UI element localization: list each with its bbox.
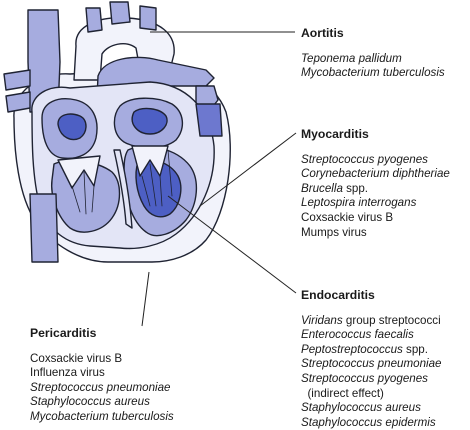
inferior-vena-cava [29,193,59,263]
myocarditis-item-text: Corynebacterium diphtheriae [301,167,450,181]
left-atrium-opening [131,107,168,135]
tricuspid-valve [57,155,101,189]
myocarditis-item: Streptococcus pyogenes [301,153,450,168]
myocarditis-heading: Myocarditis [301,127,369,141]
pericarditis-item-text: Coxsackie virus B [30,351,123,365]
endocarditis-item-text: spp. [402,342,428,356]
arch-branch-1 [85,7,103,33]
aortitis-heading: Aortitis [301,26,344,40]
endocarditis-item: (indirect effect) [301,387,442,402]
pericarditis-heading: Pericarditis [30,326,97,340]
endocarditis-item: Staphylococcus aureus [301,401,442,416]
aortitis-item: Mycobacterium tuberculosis [301,66,445,81]
endocarditis-item-text: Staphylococcus epidermis [301,415,436,429]
aortitis-item-text: Teponema pallidum [301,51,402,65]
arch-branch-2 [109,1,131,25]
leader-pericarditis [141,271,150,327]
chordae-left [141,149,173,207]
endocarditis-item-text: group streptococci [342,313,441,327]
leader-endocarditis [167,195,297,294]
endocarditis-heading: Endocarditis [301,288,375,302]
myocarditis-item-text: Streptococcus pyogenes [301,152,428,166]
pericarditis-item: Mycobacterium tuberculosis [30,410,174,425]
pericarditis-item: Coxsackie virus B [30,352,174,367]
endocarditis-item-text: Streptococcus pneumoniae [301,357,442,371]
myocarditis-item-text: spp. [342,181,369,195]
label-endocarditis: Endocarditis Viridans group streptococci… [301,288,442,430]
myocarditis-item-text: Brucella [301,181,343,195]
left-pulmonary-vessel-lower [5,91,31,113]
myocarditis-item: Brucella spp. [301,182,450,197]
interventricular-septum [113,149,133,229]
endocarditis-item: Streptococcus pyogenes [301,372,442,387]
myocarditis-item-text: Coxsackie virus B [301,210,394,224]
aortitis-item-text: Mycobacterium tuberculosis [301,66,445,80]
myocarditis-item: Mumps virus [301,226,450,241]
mitral-valve [131,145,169,177]
left-pulmonary-vessel-upper [3,69,31,91]
endocarditis-item-text: Peptostreptococcus [301,342,403,356]
myocarditis-item: Coxsackie virus B [301,211,450,226]
chordae-right [71,171,95,215]
pericarditis-item-text: Staphylococcus aureus [30,395,150,409]
myocarditis-item-text: Leptospira interrogans [301,196,417,210]
endocarditis-item-text: Enterococcus faecalis [301,328,414,342]
pericarditis-item-text: Streptococcus pneumoniae [30,380,171,394]
pericarditis-item: Influenza virus [30,366,174,381]
endocarditis-item: Staphylococcus epidermis [301,416,442,430]
pericarditis-item-text: Mycobacterium tuberculosis [30,409,174,423]
pericarditis-item: Streptococcus pneumoniae [30,381,174,396]
endocarditis-item-text: (indirect effect) [301,386,384,400]
myocarditis-item: Leptospira interrogans [301,196,450,211]
aortitis-item: Teponema pallidum [301,52,445,67]
endocarditis-item-text: Viridans [301,313,343,327]
pericarditis-item-text: Influenza virus [30,366,105,380]
myocarditis-item: Corynebacterium diphtheriae [301,167,450,182]
right-atrium-opening [57,113,87,141]
arch-branch-3 [139,5,157,31]
left-ventricle-inner [135,158,182,218]
endocarditis-item-text: Staphylococcus aureus [301,401,421,415]
leader-myocarditis [199,132,297,207]
endocarditis-item-text: Streptococcus pyogenes [301,371,428,385]
myocarditis-item-text: Mumps virus [301,225,367,239]
descending-aorta [195,103,223,137]
endocarditis-item: Peptostreptococcus spp. [301,343,442,358]
endocarditis-item: Streptococcus pneumoniae [301,357,442,372]
pericarditis-item: Staphylococcus aureus [30,395,174,410]
endocarditis-item: Viridans group streptococci [301,314,442,329]
endocarditis-item: Enterococcus faecalis [301,328,442,343]
